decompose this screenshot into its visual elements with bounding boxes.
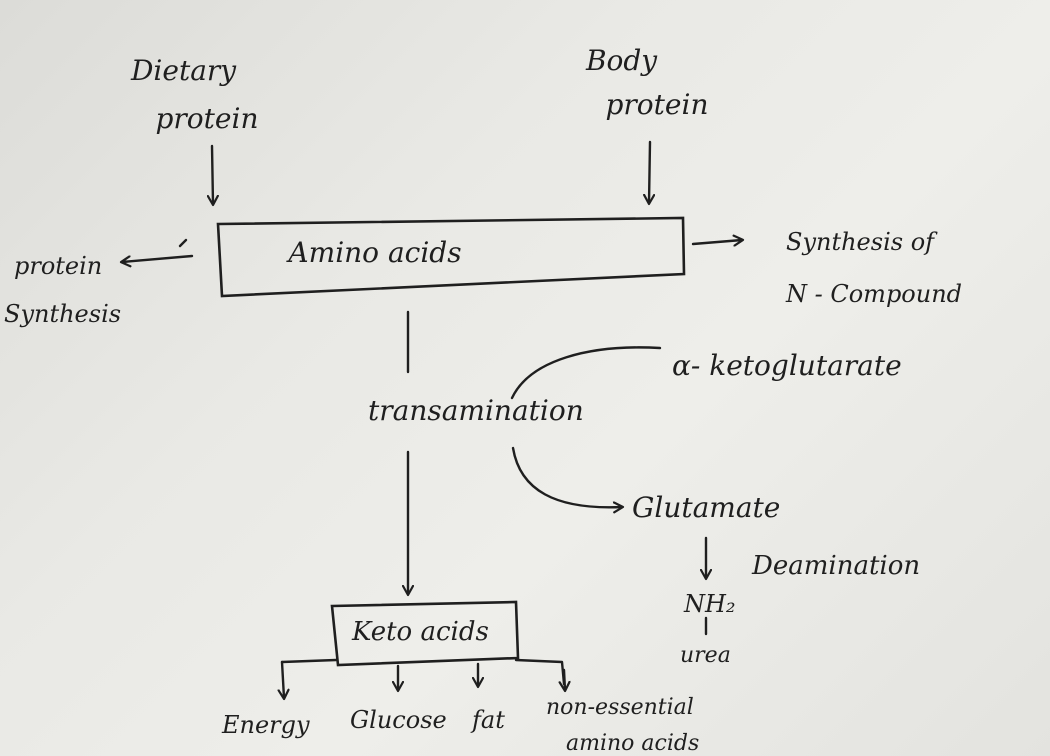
fat-label: fat (470, 706, 505, 734)
arrow-to-protein-synthesis (122, 254, 194, 262)
glucose-label: Glucose (350, 706, 447, 734)
amino-acids-label: Amino acids (285, 236, 461, 269)
urea-label: urea (680, 643, 731, 668)
energy-label: Energy (221, 711, 310, 739)
glutamate-label: Glutamate (632, 491, 780, 524)
non-essential-amino-acids-label: non-essential amino acids (546, 695, 701, 756)
arrow-body-to-amino (649, 140, 650, 203)
arrow-to-energy (282, 660, 284, 698)
arrow-to-n-compound (691, 240, 742, 244)
dietary-protein-label: Dietary protein (130, 54, 259, 135)
alpha-ketoglutarate-curve (510, 346, 662, 400)
nh2-label: NH₂ (683, 590, 736, 618)
protein-synthesis-label: protein Synthesis (4, 252, 121, 328)
arrow-dietary-to-amino (212, 144, 213, 204)
tick-mark (178, 238, 188, 248)
keto-branch-line (280, 658, 566, 686)
body-protein-label: Body protein (585, 44, 709, 121)
transamination-label: transamination (368, 394, 584, 427)
keto-acids-label: Keto acids (351, 617, 489, 647)
arrow-to-non-essential (564, 668, 565, 690)
glutamate-curve (511, 446, 622, 507)
deamination-label: Deamination (751, 551, 920, 581)
synthesis-n-compound-label: Synthesis of N - Compound (785, 228, 962, 308)
amino-acids-box (216, 216, 686, 298)
alpha-ketoglutarate-label: α- ketoglutarate (672, 349, 902, 382)
keto-acids-box (330, 600, 520, 667)
